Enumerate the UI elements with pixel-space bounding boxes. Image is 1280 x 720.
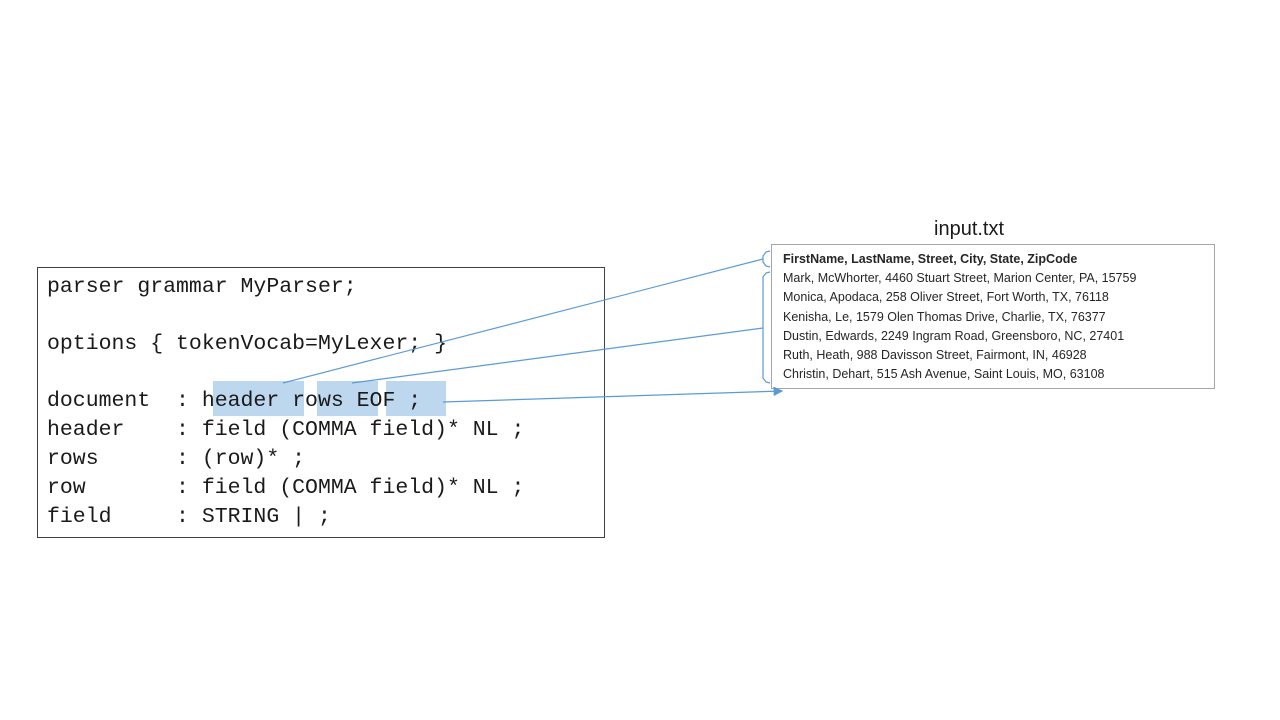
file-row: Dustin, Edwards, 2249 Ingram Road, Green… [783, 328, 1125, 343]
grammar-box: parser grammar MyParser; options { token… [37, 267, 605, 538]
file-row: Mark, McWhorter, 4460 Stuart Street, Mar… [783, 271, 1137, 286]
input-file-box: FirstName, LastName, Street, City, State… [771, 244, 1215, 389]
rows-bracket [762, 271, 771, 384]
grammar-line: field : STRING | ; [47, 505, 331, 529]
file-row: Monica, Apodaca, 258 Oliver Street, Fort… [783, 290, 1109, 305]
grammar-line: rows : (row)* ; [47, 447, 306, 471]
eof-arrow [442, 386, 784, 403]
grammar-line: row : field (COMMA field)* NL ; [47, 476, 525, 500]
input-file-title: input.txt [934, 218, 1005, 240]
file-row: Kenisha, Le, 1579 Olen Thomas Drive, Cha… [783, 309, 1106, 324]
header-bracket [762, 250, 771, 268]
rows-connector [351, 327, 764, 384]
grammar-line: parser grammar MyParser; [47, 275, 357, 299]
file-header-line: FirstName, LastName, Street, City, State… [783, 252, 1078, 266]
file-row: Ruth, Heath, 988 Davisson Street, Fairmo… [783, 347, 1087, 362]
grammar-line: options { tokenVocab=MyLexer; } [47, 332, 447, 356]
grammar-line: header : field (COMMA field)* NL ; [47, 418, 525, 442]
header-connector [282, 258, 764, 384]
grammar-line: document : header rows EOF ; [47, 389, 422, 413]
highlight-header [213, 381, 304, 416]
highlight-rows [317, 381, 378, 416]
highlight-eof [386, 381, 446, 416]
file-row: Christin, Dehart, 515 Ash Avenue, Saint … [783, 367, 1105, 382]
